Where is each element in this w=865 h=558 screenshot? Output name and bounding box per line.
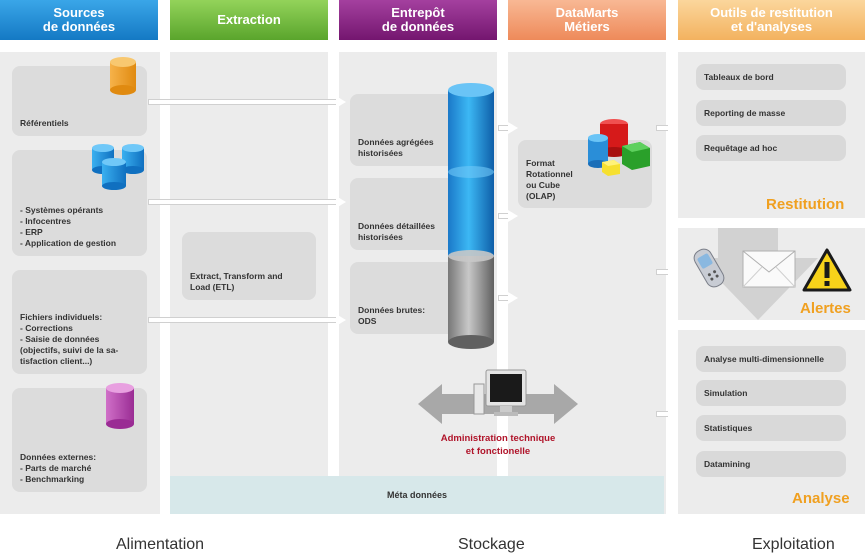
simulation-text: Simulation xyxy=(704,388,748,398)
agregees-text: Données agrégées historisées xyxy=(358,137,434,158)
box-fichiers: Fichiers individuels: - Corrections - Sa… xyxy=(12,270,147,374)
header-entrepot: Entrepôt de données xyxy=(339,0,497,40)
tableaux-de-bord-text: Tableaux de bord xyxy=(704,72,774,82)
meta-donnees-band: Méta données xyxy=(170,476,664,514)
bottom-label-alimentation: Alimentation xyxy=(116,536,205,553)
box-agregees: Données agrégées historisées xyxy=(350,94,460,166)
brutes-text: Données brutes: ODS xyxy=(358,305,426,326)
header-datamarts-label: DataMarts Métiers xyxy=(555,5,619,34)
alertes-label: Alertes xyxy=(800,300,851,317)
etl-text: Extract, Transform and Load (ETL) xyxy=(190,271,283,292)
analyse-label: Analyse xyxy=(792,490,850,507)
pill-simulation: Simulation xyxy=(696,380,846,406)
analyse-multidim-text: Analyse multi-dimensionnelle xyxy=(704,354,824,364)
referentiels-text: Référentiels xyxy=(20,118,69,128)
arrow-agregees-to-datamarts xyxy=(498,122,518,134)
arrow-brutes-to-datamarts xyxy=(498,292,518,304)
statistiques-text: Statistiques xyxy=(704,423,753,433)
detaillees-text: Données détaillées historisées xyxy=(358,221,436,242)
bottom-label-stockage: Stockage xyxy=(458,536,525,553)
arrow-to-alertes xyxy=(656,266,678,278)
pill-datamining: Datamining xyxy=(696,451,846,477)
reporting-de-masse-text: Reporting de masse xyxy=(704,108,786,118)
header-entrepot-label: Entrepôt de données xyxy=(381,5,455,34)
column-datamarts xyxy=(508,52,666,514)
envelope-icon xyxy=(742,250,796,288)
warehouse-cylinder-icon xyxy=(448,83,494,349)
pill-statistiques: Statistiques xyxy=(696,415,846,441)
monitor-icon xyxy=(473,369,527,416)
arrow-detaillees-to-datamarts xyxy=(498,210,518,222)
header-datamarts: DataMarts Métiers xyxy=(508,0,666,40)
requetage-ad-hoc-text: Requêtage ad hoc xyxy=(704,143,778,153)
database-blue-icon xyxy=(92,144,144,190)
systemes-text: - Systèmes opérants - Infocentres - ERP … xyxy=(20,205,117,248)
header-outils: Outils de restitution et d'analyses xyxy=(678,0,865,40)
externes-text: Données externes: - Parts de marché - Be… xyxy=(20,452,97,484)
header-sources: Sources de données xyxy=(0,0,158,40)
admin-label: Administration technique et fonctionelle xyxy=(440,433,556,457)
header-extraction: Extraction xyxy=(170,0,328,40)
arrow-systemes-to-entrepot xyxy=(148,196,346,208)
header-sources-label: Sources de données xyxy=(42,5,116,34)
pill-reporting-de-masse: Reporting de masse xyxy=(696,100,846,126)
pill-tableaux-de-bord: Tableaux de bord xyxy=(696,64,846,90)
header-outils-label: Outils de restitution et d'analyses xyxy=(710,5,833,34)
arrow-fichiers-to-entrepot xyxy=(148,314,346,326)
meta-donnees-label: Méta données xyxy=(386,490,447,500)
database-orange-icon xyxy=(110,57,136,95)
olap-text: Format Rotationnel ou Cube (OLAP) xyxy=(526,158,573,201)
arrow-referentiels-to-entrepot xyxy=(148,96,346,108)
warning-icon xyxy=(802,248,852,292)
fichiers-text: Fichiers individuels: - Corrections - Sa… xyxy=(20,312,119,366)
arrow-to-analyse xyxy=(656,408,678,420)
arrow-to-restitution xyxy=(656,122,678,134)
bottom-label-exploitation: Exploitation xyxy=(752,536,835,553)
database-purple-icon xyxy=(106,383,134,429)
box-detaillees: Données détaillées historisées xyxy=(350,178,460,250)
pill-requetage-ad-hoc: Requêtage ad hoc xyxy=(696,135,846,161)
olap-cubes-icon xyxy=(588,119,650,176)
header-extraction-label: Extraction xyxy=(217,12,281,27)
datamining-text: Datamining xyxy=(704,459,751,469)
box-etl: Extract, Transform and Load (ETL) xyxy=(182,232,316,300)
mobile-phone-icon xyxy=(693,248,725,288)
restitution-label: Restitution xyxy=(766,196,845,213)
pill-analyse-multidim: Analyse multi-dimensionnelle xyxy=(696,346,846,372)
box-brutes: Données brutes: ODS xyxy=(350,262,460,334)
